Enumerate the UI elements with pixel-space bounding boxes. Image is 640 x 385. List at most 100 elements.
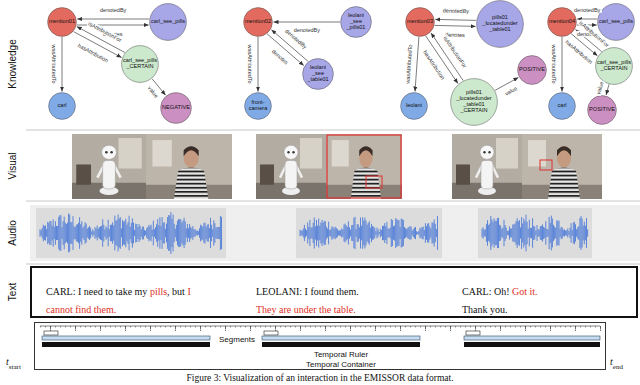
container-text: Temporal Ruler [314,350,368,359]
utterance-text: LEOLANI: I found them. [256,286,359,297]
edge-label: denotedBy [293,27,321,33]
row-separator [26,201,640,202]
time-subscript: start [9,363,21,371]
node-circle [596,48,633,85]
graph-node: leolani [400,92,428,120]
graph-node: carl [48,92,76,120]
node-circle [303,59,334,90]
segment-marker [466,331,480,335]
node-label: leolani [402,103,427,109]
highlighted-text: They are under the table. [256,304,356,315]
row-separator [26,130,640,131]
graph-node: front-camera [244,92,272,120]
graph-node: mention03 [405,7,435,37]
node-circle [549,93,576,120]
audio-waveform [300,216,438,250]
node-label: mention02 [245,19,272,25]
node-label-group: leolani _see _table01 [306,65,330,83]
segment-bar [42,336,210,340]
node-label: POSITIVE [589,107,616,113]
node-label-group: leolani [402,103,427,109]
edge-label: wasAttributedTo [551,44,557,85]
node-label: mention04 [549,19,576,25]
node-label-group: carl_see_pills [151,19,185,25]
node-circle [122,46,159,83]
graph-edge [77,19,149,20]
detection-box [540,160,552,170]
node-label-group: carl [550,103,575,109]
graph-node: leolani _see _pills01 [340,6,372,38]
node-circle [161,93,192,124]
node-circle [598,4,635,41]
node-label-group: mention04 [549,19,576,25]
edge-label: value [595,79,605,95]
graph-edge [435,19,476,20]
utterance-text: CARL: Oh! [462,286,510,297]
figure-caption: Figure 3: Visualization of an interactio… [0,372,640,384]
graph-node: carl [548,92,576,120]
node-circle [49,93,76,120]
node-circle [451,79,498,126]
graph-node: carl_see_pills _CERTAIN [121,45,159,83]
segment-marker [264,331,278,335]
node-label-group: carl_see_pills _CERTAIN [597,60,631,72]
node-label-group: POSITIVE [519,67,546,73]
temporal-container: SegmentsTemporal RulerTemporal Container [34,322,606,370]
segment-marker [44,331,58,335]
graph-edge [274,22,341,23]
graph-node: mention01 [47,7,77,37]
graph-node: POSITIVE [517,55,547,85]
edge-label: denotedBy [573,7,601,13]
utterance-text: Thank you. [462,304,508,315]
time-subscript: end [613,363,623,371]
utterance-box: CARL: I need to take mypills, butI canno… [30,266,638,318]
time-end-label: tend [610,351,623,371]
node-label: carl [50,103,75,109]
node-label: front-camera [248,100,269,112]
node-label: POSITIVE [519,67,546,73]
node-circle [588,96,617,125]
node-circle [48,8,77,37]
edge-label: denotedBy [99,7,127,13]
edge-label: denotes [269,47,289,66]
graph-edge [435,25,476,26]
graph-edge [415,37,419,92]
node-label-group: NEGATIVE [162,105,190,111]
graph-edge [258,37,259,92]
time-start-label: tstart [6,351,21,371]
detection-inset [327,135,401,198]
node-circle [150,4,187,41]
highlighted-text: pills [150,286,167,297]
node-label-group: carl_see_pills [599,19,633,25]
node-label-group: carl [50,103,75,109]
segment-bar-dark [42,342,210,347]
video-frame-robot [72,134,146,199]
audio-segment [296,208,442,258]
audio-segment [478,208,592,258]
row-label: Knowledge [7,39,18,88]
ruler-ticks-major [40,326,601,331]
node-circle [406,8,435,37]
audio-waveform [482,215,588,252]
node-label: carl_see_pills _CERTAIN [123,58,157,70]
edge-label: hasAttribution [563,38,594,66]
node-label: pills01 _locatedunder _table01 _CERTAIN [456,90,492,113]
graph-node: carl_see_pills _CERTAIN [595,47,633,85]
graph-node: leolani _see _table01 [302,58,334,90]
node-label: carl [550,103,575,109]
graph-node: pills01 _locatedunder _table01 _CERTAIN [450,78,498,126]
container-text: Segments [219,335,255,344]
detection-box [366,176,382,188]
video-frame-robot [256,134,326,199]
node-label-group: carl_see_pills _CERTAIN [123,58,157,70]
video-frame-robot [452,134,522,199]
utterance-text: CARL: I need to take my [46,286,147,297]
segment-bar [464,336,600,340]
utterance-column: CARL: Oh!Got it.Thank you. [462,281,622,317]
node-circle [245,93,272,120]
edge-label: wasAttributedTo [247,44,253,85]
node-circle [518,56,547,85]
graph-node: POSITIVE [587,95,617,125]
edge-label: wasAttributedTo [404,43,413,84]
row-label: Audio [7,220,18,246]
